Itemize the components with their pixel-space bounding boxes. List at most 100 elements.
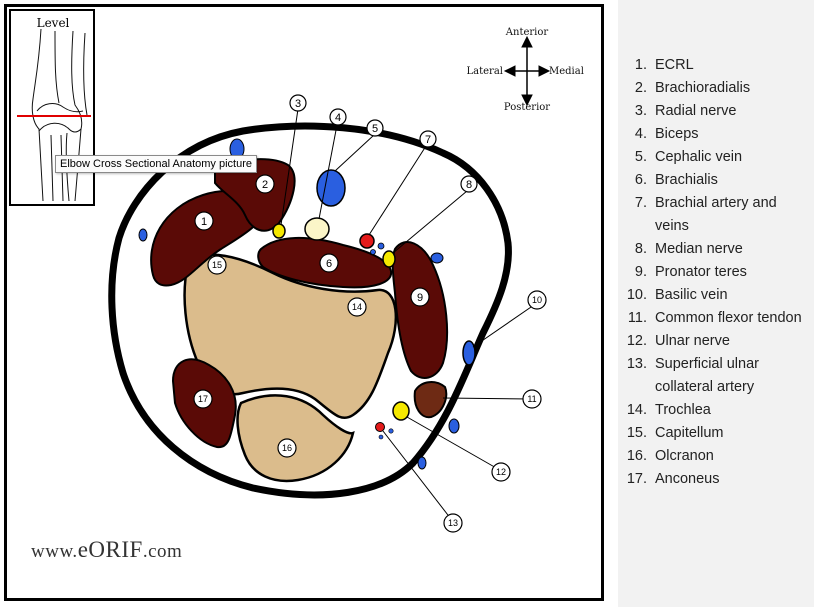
collateral-vein-1 [388,428,394,434]
legend-item: 6.Brachialis [626,169,812,192]
svg-text:15: 15 [212,260,222,270]
compass-lateral-label: Lateral [467,66,503,77]
level-inset: Level [9,9,95,206]
collateral-vein-2 [378,434,384,440]
legend-item-number: 7. [634,195,647,211]
marker-15: 15 [207,255,227,275]
superficial-vein-posterior [417,456,427,470]
legend-item: 1. ECRL [626,54,812,77]
svg-text:6: 6 [326,258,332,270]
superficial-vein-posteromedial [448,418,460,434]
legend-item-number: 3. [634,103,647,119]
marker-2: 2 [255,174,275,194]
superficial-vein-lateral [138,228,148,242]
legend-item-label: Olcranon [655,448,714,464]
legend-item-number: 8. [634,241,647,257]
legend-item: 14.Trochlea [626,399,812,422]
legend-item-number: 10. [626,287,647,303]
median-nerve [382,250,396,268]
svg-text:10: 10 [532,295,542,305]
svg-text:12: 12 [496,467,506,477]
svg-text:17: 17 [198,394,208,404]
legend-item-number: 16. [626,448,647,464]
legend-item-label: Cephalic vein [655,149,743,165]
legend-item-label: Median nerve [655,241,743,257]
legend-item-number: 13. [626,356,647,372]
compass-posterior-label: Posterior [504,102,550,113]
orientation-compass [503,35,551,107]
pronator-teres-muscle [391,241,449,379]
legend-item-number: 9. [634,264,647,280]
ulnar-nerve [392,401,410,421]
legend-item: 8. Median nerve [626,238,812,261]
legend-item-label: Trochlea [655,402,711,418]
legend-item-number: 6. [634,172,647,188]
watermark-brand: eORIF [77,537,143,562]
legend-item: 16. Olcranon [626,445,812,468]
legend-item-number: 4. [634,126,647,142]
biceps-tendon [304,217,330,241]
legend-list: 1. ECRL 2. Brachioradialis 3. Radial nerve 4. B… [626,54,812,491]
legend-item-label: Common flexor tendon [655,310,802,326]
olecranon-bone [236,394,355,483]
legend-item-number: 5. [634,149,647,165]
legend-item-label: Brachial artery and veins [655,195,777,234]
marker-5: 5 [366,119,384,137]
legend-item-number: 1. [634,57,647,73]
watermark-suffix: .com [142,541,183,562]
marker-17: 17 [193,389,213,409]
svg-text:5: 5 [372,123,378,135]
legend-item-label: Anconeus [655,471,720,487]
marker-10: 10 [527,290,547,310]
legend-item: 10. Basilic vein [626,284,812,307]
cross-section-svg: Level [9,9,584,533]
svg-text:16: 16 [282,443,292,453]
legend-item-label: ECRL [655,57,694,73]
legend-item-label: Basilic vein [655,287,728,303]
legend-item-label: Radial nerve [655,103,737,119]
legend-item-label: Capitellum [655,425,724,441]
legend-item-number: 15. [626,425,647,441]
marker-3: 3 [289,94,307,112]
legend-item-number: 2. [634,80,647,96]
legend-panel: 1. ECRL 2. Brachioradialis 3. Radial nerve 4. B… [618,0,814,607]
compass-medial-label: Medial [549,66,584,77]
legend-item-label: Brachioradialis [655,80,751,96]
marker-4: 4 [329,108,347,126]
image-tooltip: Elbow Cross Sectional Anatomy picture [55,155,257,173]
watermark-prefix: www. [31,541,78,562]
legend-item: 5. Cephalic vein [626,146,812,169]
marker-11: 11 [522,389,542,409]
marker-9: 9 [410,287,430,307]
marker-7: 7 [419,130,437,148]
marker-8: 8 [460,175,478,193]
brachial-artery [359,233,375,249]
legend-item: 11. Common flexor tendon [626,307,812,330]
marker-1: 1 [194,211,214,231]
radial-nerve [272,223,286,239]
svg-text:14: 14 [352,302,362,312]
marker-13: 13 [443,513,463,533]
leader-lines [280,108,535,520]
legend-item-number: 11. [627,310,647,326]
svg-text:4: 4 [335,112,341,124]
marker-12: 12 [491,462,511,482]
legend-item: 17. Anconeus [626,468,812,491]
compass-anterior-label: Anterior [505,27,549,38]
brachial-vein-2 [370,249,376,255]
svg-text:13: 13 [448,518,458,528]
legend-item-number: 17. [626,471,647,487]
svg-text:2: 2 [262,179,268,191]
common-flexor-tendon [413,381,448,419]
legend-item: 13.Superficial ulnar collateral artery [626,353,812,399]
svg-text:9: 9 [417,292,423,304]
elbow-cross-section-figure: Level [4,4,604,601]
svg-text:11: 11 [527,394,536,404]
legend-item: 3. Radial nerve [626,100,812,123]
superficial-vein-medial [430,252,444,264]
cephalic-vein [316,169,346,207]
legend-item-number: 12. [626,333,647,349]
svg-text:1: 1 [201,216,207,228]
basilic-vein [462,340,476,366]
